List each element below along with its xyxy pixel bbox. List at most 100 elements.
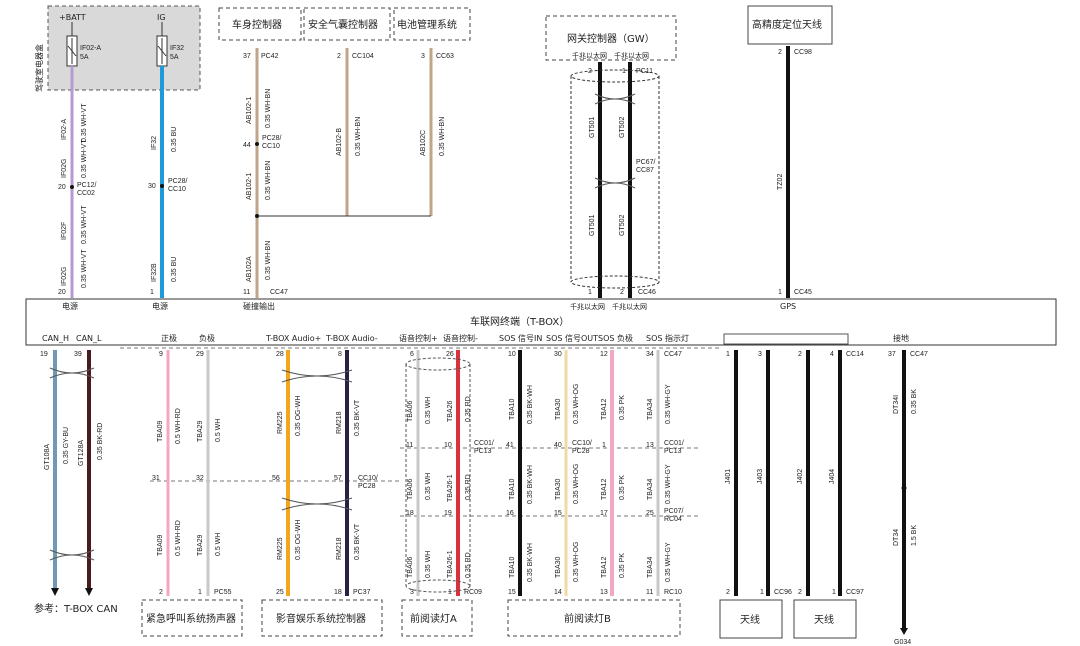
twist-symbol-1: [594, 93, 636, 105]
label-wire-whog-3: 0.35 WH-OG: [573, 542, 580, 582]
pin-30: 30: [148, 183, 156, 190]
label-tba09-2: TBA09: [157, 534, 164, 556]
pin-12: 12: [600, 351, 608, 358]
pin-3-ant: 3: [758, 351, 762, 358]
tbox-title: 车联网终端（T-BOX）: [470, 315, 569, 328]
pin-2-spk: 2: [159, 589, 163, 596]
pin-31: 31: [152, 475, 160, 482]
label-tba06-2: TBA06: [407, 478, 414, 500]
twist-symbol-can-1: [49, 367, 95, 379]
conn-cc01-sos: CC01/: [664, 440, 684, 447]
conn-pc67: PC67/: [636, 159, 656, 166]
label-wire-pk-2: 0.35 PK: [619, 475, 626, 500]
ground-arrow-icon: [900, 628, 908, 635]
label-wire-pk-1: 0.35 PK: [619, 395, 626, 420]
pin-8: 8: [338, 351, 342, 358]
conn-pc13-voice: PC13: [474, 448, 492, 455]
airbag-controller-label: 安全气囊控制器: [308, 18, 378, 31]
twisted-pair-bottom: [570, 275, 660, 289]
conn-cc10-sos: CC10/: [572, 440, 592, 447]
label-ab102-1: AB102-1: [246, 97, 253, 124]
battery-management-box: [393, 7, 471, 41]
pin-9: 9: [159, 351, 163, 358]
label-gt108a: GT108A: [44, 444, 51, 470]
pin-1-gw: 1: [622, 68, 626, 75]
lamp-a-label: 前阅读灯A: [410, 612, 457, 625]
label-wire-bkwh-2: 0.35 BK-WH: [527, 465, 534, 504]
fuse-box-title: 驾驶室电器盒: [34, 44, 44, 92]
antenna-2-label: 天线: [814, 613, 834, 626]
label-tba10-1: TBA10: [509, 398, 516, 420]
pin-57: 57: [334, 475, 342, 482]
connector-dot: [160, 184, 164, 188]
pin-19-voice: 19: [444, 510, 452, 517]
label-tba12-3: TBA12: [601, 556, 608, 578]
label-gt501b: GT501: [589, 214, 596, 236]
conn-pc11: PC11: [636, 68, 653, 75]
label-wire-wh-1: 0.5 WH: [215, 419, 222, 442]
pin-37: 37: [243, 53, 251, 60]
conn-pc28-audio: PC28: [358, 483, 376, 490]
label-wire-bu-1: 0.35 BU: [171, 127, 178, 152]
tbox-voice-plus: 语音控制+: [399, 333, 438, 343]
conn-cc10-audio: CC10/: [358, 475, 378, 482]
label-rm225-1: RM225: [277, 411, 284, 434]
label-if02a: IF02-A: [61, 119, 68, 140]
gateway-label: 网关控制器（GW）: [567, 32, 655, 45]
tbox-top-eth-2: 千兆以太网: [612, 302, 647, 311]
pin-37-gnd: 37: [888, 351, 896, 358]
pin-10-voice: 10: [444, 442, 452, 449]
connector-dot: [901, 485, 907, 491]
label-tba10-2: TBA10: [509, 478, 516, 500]
tbox-negative: 负极: [199, 333, 215, 343]
label-wire-bu-2: 0.35 BU: [171, 257, 178, 282]
label-wire-bkwh-1: 0.35 BK-WH: [527, 385, 534, 424]
fuse2-rating: 5A: [170, 54, 179, 61]
lamp-a-box: [401, 599, 473, 637]
label-wire-bkrd: 0.35 BK-RD: [97, 423, 104, 460]
pin-6: 6: [410, 351, 414, 358]
lamp-b-box: [507, 599, 681, 637]
twist-symbol-audio-2: [281, 497, 353, 511]
pin-13-sos: 13: [646, 442, 654, 449]
label-tz02: TZ02: [777, 174, 784, 190]
conn-cc104: CC104: [352, 53, 374, 60]
conn-pc37: PC37: [353, 589, 371, 596]
label-wire-whbn-5: 0.35 WH-BN: [439, 117, 446, 156]
gateway-box: [545, 15, 677, 61]
conn-pc28b: PC28/: [168, 178, 188, 185]
pin-1-lampA: 1: [448, 589, 452, 596]
connector-dot: [70, 185, 74, 189]
label-tba30-1: TBA30: [555, 398, 562, 420]
pin-30-sos: 30: [554, 351, 562, 358]
label-wire-035wh-2: 0.35 WH: [425, 473, 432, 500]
pin-3-lampA: 3: [410, 589, 414, 596]
pin-14-lampB: 14: [554, 589, 562, 596]
tbox-sos-neg: SOS 负极: [598, 333, 633, 343]
label-rm225-2: RM225: [277, 537, 284, 560]
tbox-can-l: CAN_L: [76, 334, 102, 343]
label-wire-bk-15: 1.5 BK: [911, 525, 918, 546]
pin-11-voice: 11: [406, 442, 413, 449]
antenna-2-box: [793, 599, 857, 639]
label-tba26-1b: TBA26-1: [447, 550, 454, 578]
pin-2-ant: 2: [798, 351, 802, 358]
conn-pc12: PC12/: [77, 182, 97, 189]
label-wire-whgy-3: 0.35 WH-GY: [665, 542, 672, 582]
lamp-b-label: 前阅读灯B: [564, 612, 611, 625]
label-tba34-3: TBA34: [647, 556, 654, 578]
pin-15-lampB: 15: [508, 589, 516, 596]
pin-2-ant2: 2: [798, 589, 802, 596]
pin-11-bottom: 11: [243, 289, 250, 296]
arrow-down-icon: [85, 588, 93, 596]
label-wire-wh-2: 0.5 WH: [215, 533, 222, 556]
antenna-connector-box: [723, 333, 849, 345]
conn-cc98: CC98: [794, 49, 812, 56]
pin-44: 44: [243, 142, 251, 149]
pin-11-lampB: 11: [646, 589, 653, 596]
conn-cc14: CC14: [846, 351, 864, 358]
pin-2-ant1: 2: [726, 589, 730, 596]
twist-symbol-can-2: [49, 549, 95, 561]
pin-26: 26: [446, 351, 454, 358]
twisted-pair-voice-bottom: [405, 579, 471, 593]
